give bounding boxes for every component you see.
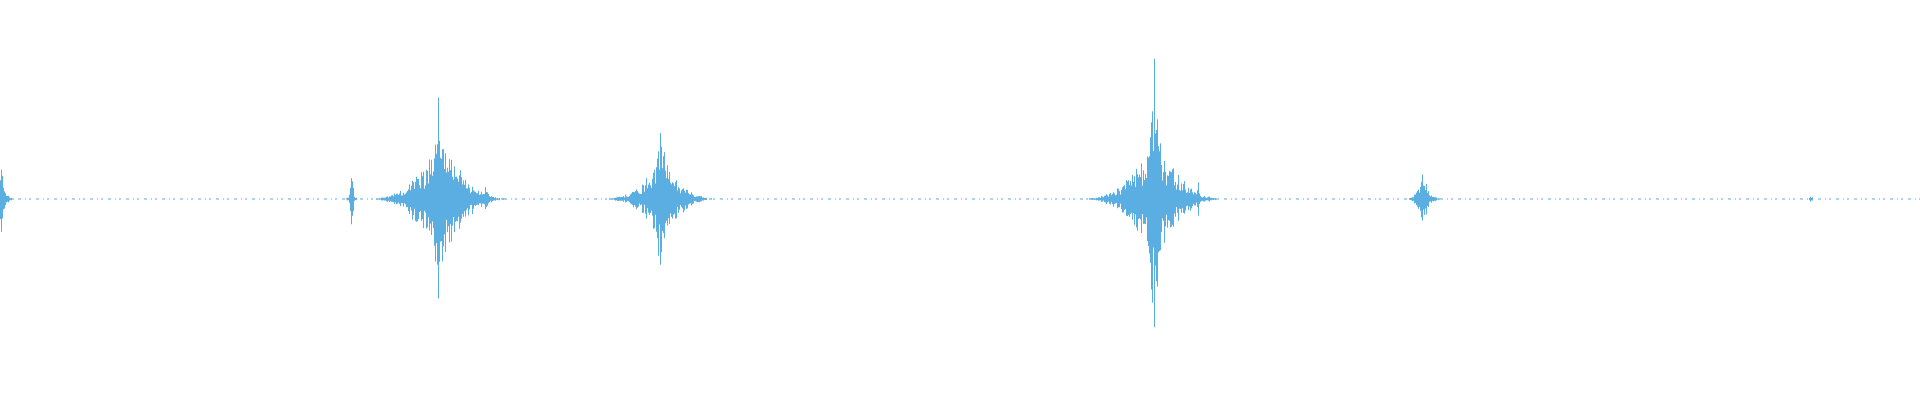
waveform-samples bbox=[0, 58, 1813, 328]
